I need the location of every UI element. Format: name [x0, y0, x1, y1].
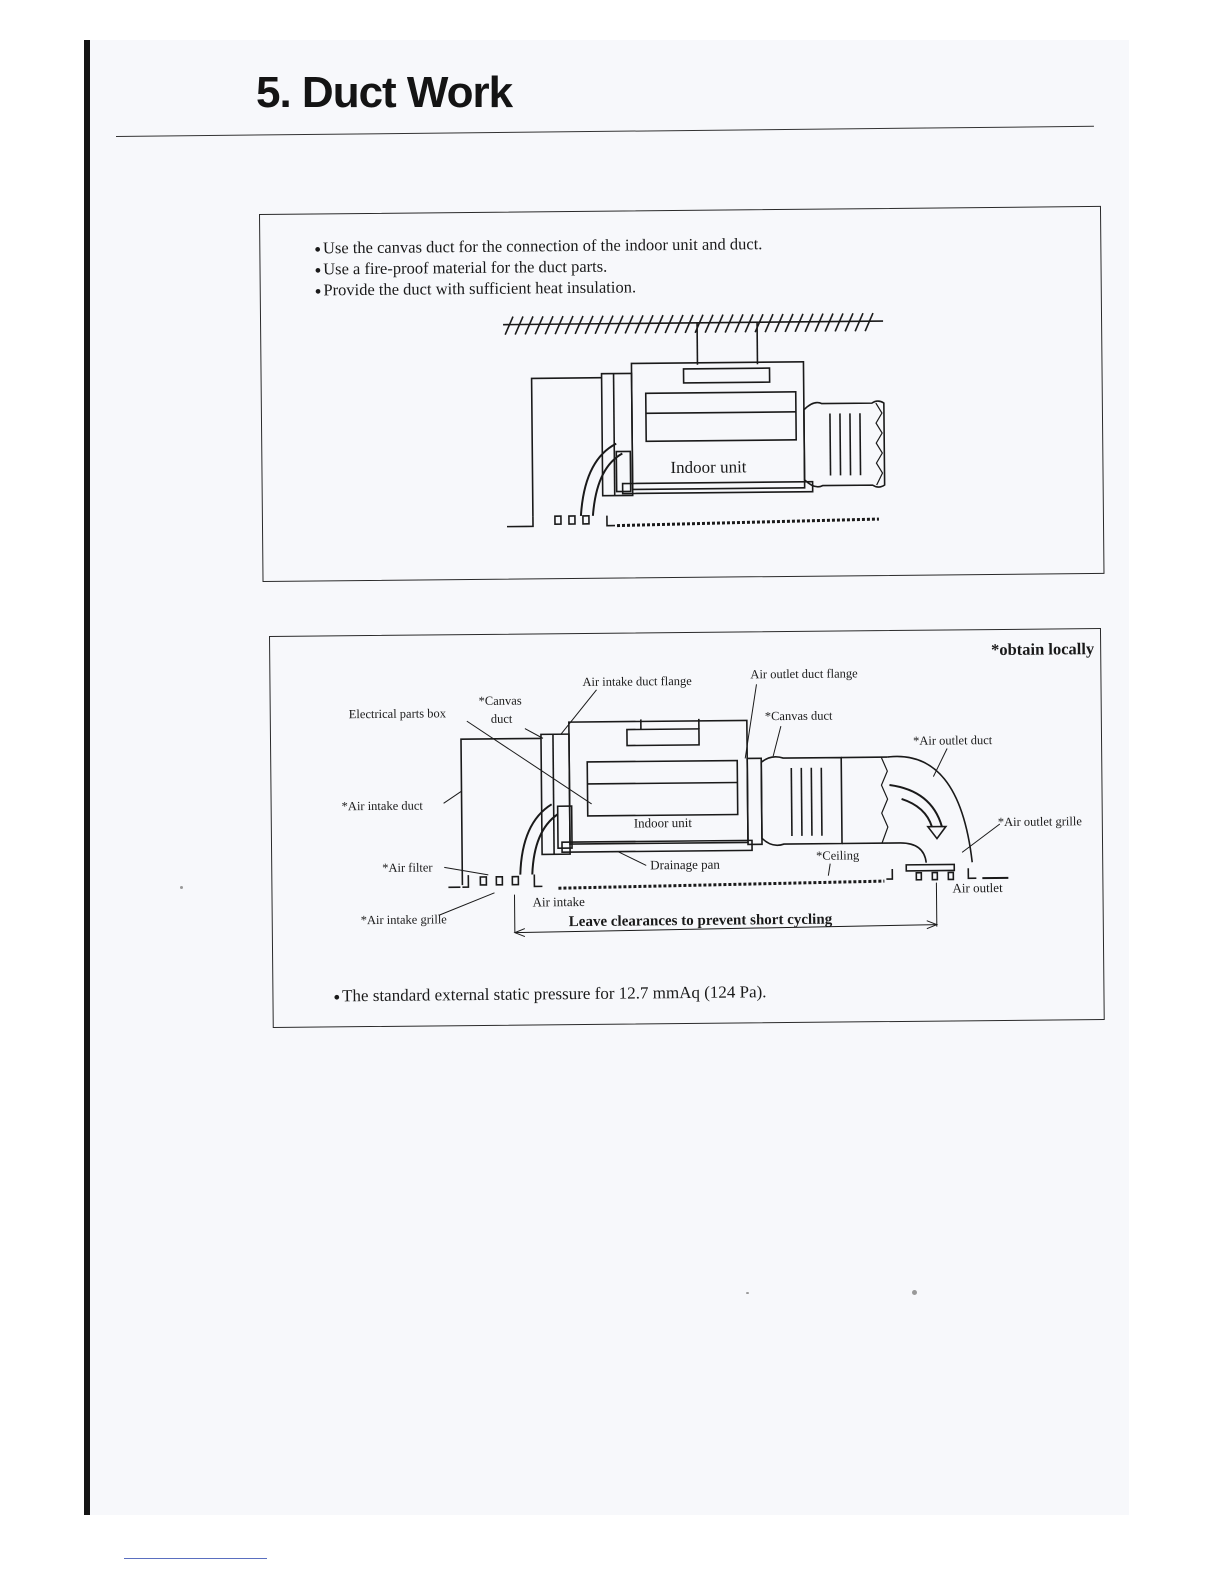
- pressure-note-list: The standard external static pressure fo…: [333, 982, 767, 1007]
- indoor-unit-label: Indoor unit: [634, 815, 693, 831]
- footer-rule: [124, 1558, 267, 1559]
- canvas-duct-left-label-2: duct: [491, 712, 513, 726]
- canvas-duct-left-label: *Canvas: [479, 694, 522, 708]
- hanger-bracket: [626, 728, 700, 747]
- scan-speck: [912, 1290, 917, 1295]
- hanger-bracket: [682, 367, 771, 384]
- indoor-unit-label: Indoor unit: [670, 457, 746, 477]
- canvas-duct: [803, 400, 886, 488]
- drain-pan: [621, 480, 814, 495]
- binding-edge: [84, 40, 90, 1515]
- intake-flange: [540, 733, 571, 856]
- instructions-panel: Use the canvas duct for the connection o…: [259, 205, 1105, 582]
- instruction-item: Provide the duct with sufficient heat in…: [315, 276, 763, 301]
- air-filter-label: *Air filter: [382, 860, 433, 874]
- indoor-unit-diagram: Indoor unit: [503, 312, 886, 528]
- duct-layout-panel: *obtain locally Air intake duct flange A…: [269, 628, 1105, 1028]
- electrical-box: [556, 805, 573, 850]
- duct-layout-diagram: Air intake duct flange Air outlet duct f…: [342, 666, 1083, 938]
- scan-speck: [180, 886, 183, 889]
- air-intake-grille-label: *Air intake grille: [361, 912, 448, 927]
- clearance-label: Leave clearances to prevent short cyclin…: [569, 912, 833, 931]
- air-outlet-duct-label: *Air outlet duct: [913, 733, 993, 748]
- page-title: 5. Duct Work: [256, 68, 513, 117]
- canvas-duct-right-label: *Canvas duct: [765, 709, 833, 724]
- electrical-box: [615, 450, 632, 493]
- scan-speck: [746, 1292, 749, 1294]
- drain-pan: [561, 839, 753, 854]
- ceiling-label: *Ceiling: [816, 848, 860, 862]
- air-intake-duct-flange-label: Air intake duct flange: [582, 674, 692, 689]
- electrical-parts-box-label: Electrical parts box: [349, 706, 447, 721]
- intake-duct: [530, 376, 602, 517]
- air-intake-duct-label: *Air intake duct: [342, 799, 424, 814]
- filter-panel: [586, 759, 739, 817]
- intake-duct: [460, 737, 542, 886]
- instruction-list: Use the canvas duct for the connection o…: [314, 234, 763, 301]
- instruction-item: Use the canvas duct for the connection o…: [314, 234, 763, 259]
- ceiling-hatching: [503, 312, 884, 335]
- air-outlet-grille-label: *Air outlet grille: [998, 814, 1083, 829]
- drainage-pan-label: Drainage pan: [650, 857, 720, 873]
- air-outlet-duct-flange-label: Air outlet duct flange: [750, 666, 858, 681]
- intake-flange: [600, 372, 634, 497]
- outlet-flange: [746, 757, 763, 846]
- air-outlet-duct: [841, 756, 889, 845]
- air-outlet-label: Air outlet: [952, 880, 1003, 895]
- outlet-grille: [905, 863, 956, 872]
- pressure-note: The standard external static pressure fo…: [333, 982, 767, 1007]
- filter-panel: [644, 391, 798, 443]
- air-intake-label: Air intake: [532, 894, 585, 910]
